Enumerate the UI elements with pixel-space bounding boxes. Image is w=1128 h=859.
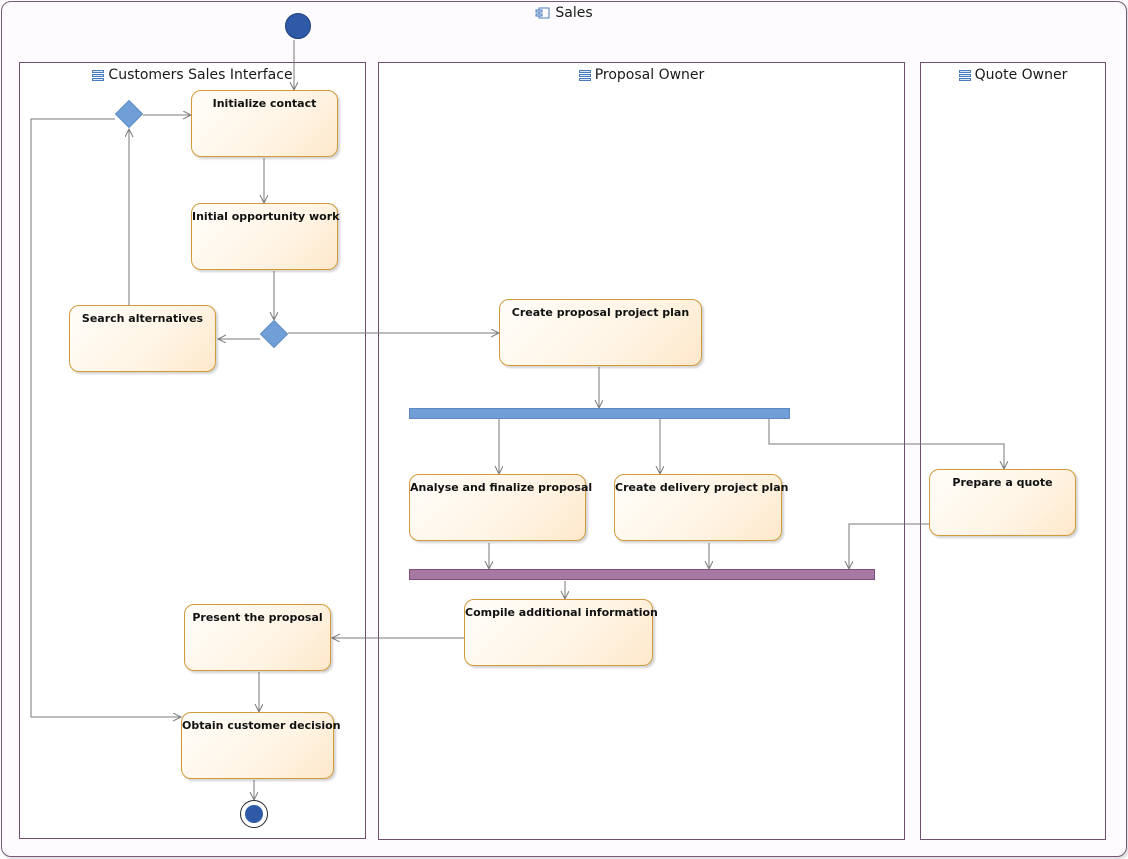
action-search-alternatives[interactable]: Search alternatives	[69, 305, 216, 372]
action-initial-opportunity-work[interactable]: Initial opportunity work	[191, 203, 339, 270]
fork-bar[interactable]	[409, 408, 790, 419]
lane-label: Proposal Owner	[594, 67, 705, 83]
action-analyse-and-finalize-proposal[interactable]: Analyse and finalize proposal	[409, 474, 592, 541]
lane-proposal-owner: Proposal Owner	[378, 62, 905, 840]
action-create-delivery-project-plan[interactable]: Create delivery project plan	[614, 474, 788, 541]
final-node[interactable]	[240, 800, 268, 828]
diagram-title-text: Sales	[555, 5, 593, 21]
action-prepare-a-quote[interactable]: Prepare a quote	[929, 469, 1076, 536]
action-create-proposal-project-plan[interactable]: Create proposal project plan	[499, 299, 702, 366]
lane-title: Customers Sales Interface	[20, 67, 365, 83]
edge-fork-to-quote	[768, 419, 1004, 469]
lane-title: Proposal Owner	[379, 67, 904, 83]
action-obtain-customer-decision[interactable]: Obtain customer decision	[181, 712, 341, 779]
edge-merge-to-obtain-decision	[30, 118, 181, 717]
edge-quote-to-join	[849, 523, 930, 569]
lane-quote-owner: Quote Owner	[920, 62, 1106, 840]
diagram-title: Sales	[0, 5, 1128, 21]
action-present-the-proposal[interactable]: Present the proposal	[184, 604, 331, 671]
initial-node[interactable]	[285, 13, 311, 39]
action-compile-additional-information[interactable]: Compile additional information	[464, 599, 658, 666]
component-icon	[535, 7, 550, 19]
lane-label: Quote Owner	[974, 67, 1068, 83]
partition-icon	[92, 69, 105, 82]
partition-icon	[958, 69, 971, 82]
join-bar[interactable]	[409, 569, 875, 580]
partition-icon	[578, 69, 591, 82]
lane-title: Quote Owner	[921, 67, 1105, 83]
action-initialize-contact[interactable]: Initialize contact	[191, 90, 338, 157]
lane-customers-sales-interface: Customers Sales Interface	[19, 62, 366, 839]
lane-label: Customers Sales Interface	[108, 67, 293, 83]
